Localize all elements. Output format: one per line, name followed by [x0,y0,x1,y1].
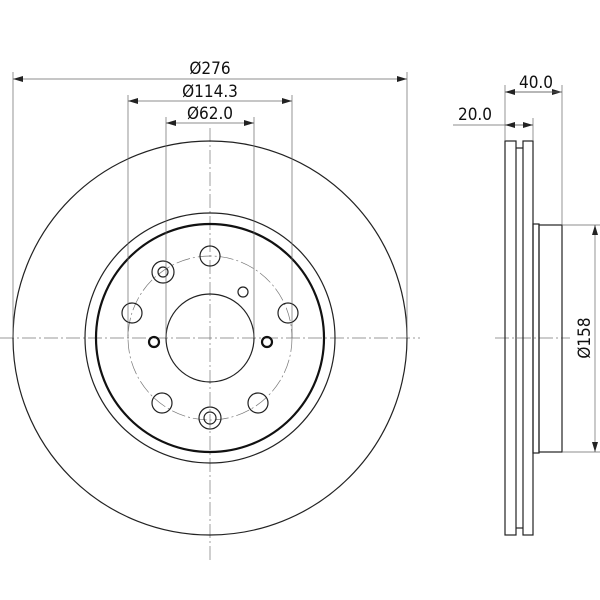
screw-hole [260,335,274,349]
height-label: 40.0 [519,73,553,93]
side-view: 40.0 20.0 Ø158 [453,73,600,536]
hat-outer-edge [84,212,336,464]
threaded-hole-inner [157,266,169,278]
screw-hole [147,335,161,349]
extension-lines [12,72,408,338]
thickness-label: 20.0 [458,105,492,125]
bolt-hole [151,392,173,414]
front-view: Ø276 Ø114.3 Ø62.0 [0,59,420,560]
small-hole [237,286,249,298]
threaded-hole-outer [151,260,175,284]
threaded-hole-inner [203,411,217,425]
center-hole-label: Ø62.0 [187,104,233,124]
bolt-circle-label: Ø114.3 [182,82,238,102]
hat-inner-edge [94,222,326,454]
bolt-hole [121,302,143,324]
bolt-hole [247,392,269,414]
threaded-hole-outer [198,406,222,430]
outer-friction-plate [504,140,517,536]
holes [121,245,299,430]
bolt-hole [199,245,221,267]
hub [538,224,563,453]
hub-diameter-label: Ø158 [575,317,595,358]
hub-flange [532,223,540,454]
outer-diameter-label: Ø276 [189,59,230,79]
bolt-hole [277,302,299,324]
